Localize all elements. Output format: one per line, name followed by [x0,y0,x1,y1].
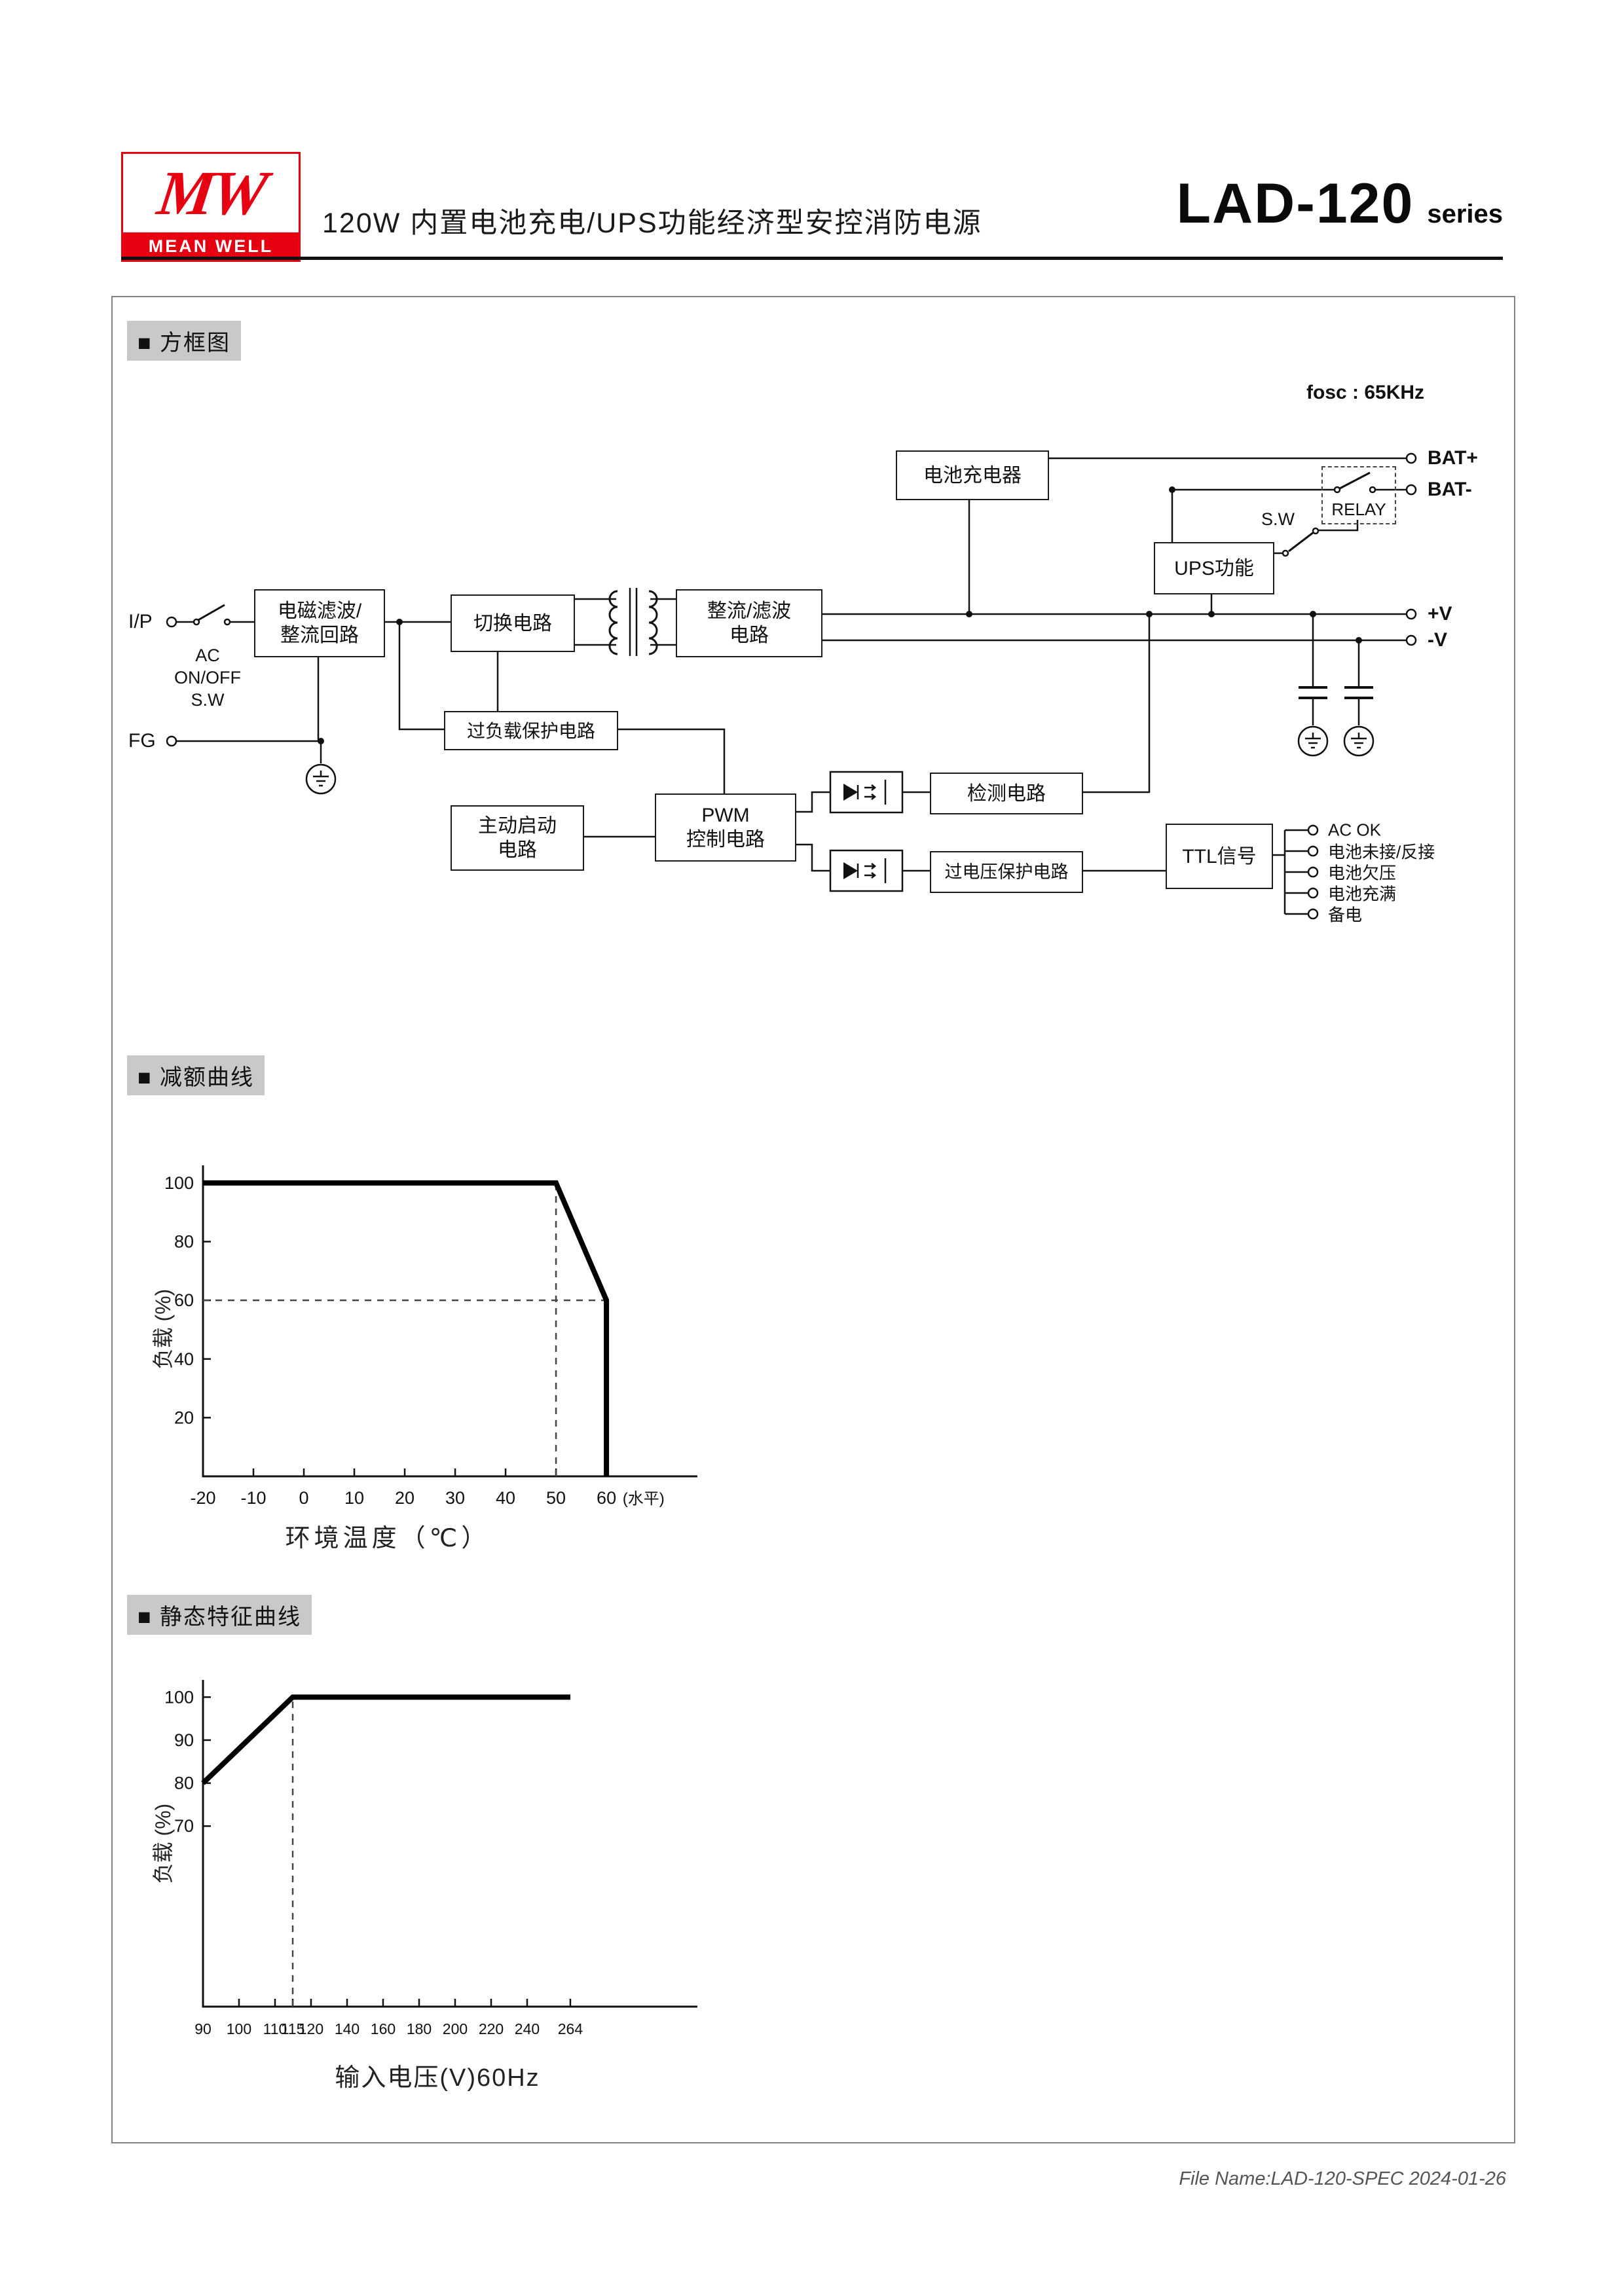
logo-mw-mark: MW [123,154,299,232]
label-v-minus: -V [1428,629,1447,651]
diagram-box-emi-filter: 电磁滤波/ 整流回路 [254,589,385,657]
static-x-axis-label: 输入电压(V)60Hz [335,2064,540,2092]
label-fg-terminal: FG [128,730,156,752]
diagram-box-pwm-control: PWM 控制电路 [655,793,796,862]
label-signal-backup: 备电 [1328,905,1363,925]
logo-brand-bar: MEAN WELL [123,232,299,260]
diagram-box-battery-charger: 电池充电器 [896,450,1049,500]
label-signal-battery-full: 电池充满 [1328,884,1397,904]
label-signal-ac-ok: AC OK [1328,820,1381,840]
diagram-box-active-startup: 主动启动 电路 [451,805,584,871]
series-word: series [1427,200,1503,228]
section-static-curve: ■ 静态特征曲线 [127,1595,312,1635]
model-name: LAD-120 [1176,172,1414,235]
derating-x-axis-label: 环境温度（℃） [285,1525,490,1552]
label-sw-switch: S.W [1261,509,1295,529]
page-title: 120W 内置电池充电/UPS功能经济型安控消防电源 [322,208,982,239]
diagram-box-overload-protection: 过负载保护电路 [444,711,618,750]
diagram-box-relay: RELAY [1321,466,1396,524]
label-signal-battery-disconnected: 电池未接/反接 [1328,842,1435,862]
label-v-plus: +V [1428,603,1452,625]
meanwell-logo: MW MEAN WELL [121,152,301,262]
section-block-diagram: ■ 方框图 [127,321,241,361]
label-bat-plus: BAT+ [1428,447,1478,469]
static-y-axis-label: 负载 (%) [151,1803,175,1884]
derating-y-axis-label: 负载 (%) [151,1288,175,1370]
header-divider [121,257,1503,260]
section-derating-curve: ■ 减额曲线 [127,1055,265,1095]
label-bat-minus: BAT- [1428,479,1472,500]
series-title: LAD-120 series [1176,172,1503,236]
diagram-box-ups-function: UPS功能 [1154,542,1274,594]
label-signal-battery-low: 电池欠压 [1328,863,1397,883]
footer-file-info: File Name:LAD-120-SPEC 2024-01-26 [1179,2168,1506,2189]
label-input-terminal: I/P [128,611,153,632]
diagram-box-ttl-signal: TTL信号 [1166,824,1273,889]
label-ac-onoff-switch: AC ON/OFF S.W [174,646,241,710]
diagram-box-rectifier-filter: 整流/滤波 电路 [676,589,822,657]
content-border-box [111,296,1515,2143]
diagram-box-detection-circuit: 检测电路 [930,773,1083,814]
logo-mw-letters: MW [153,158,268,228]
diagram-box-switching-circuit: 切换电路 [451,594,575,652]
diagram-box-overvoltage-protection: 过电压保护电路 [930,851,1083,893]
label-fosc: fosc : 65KHz [1306,382,1425,403]
